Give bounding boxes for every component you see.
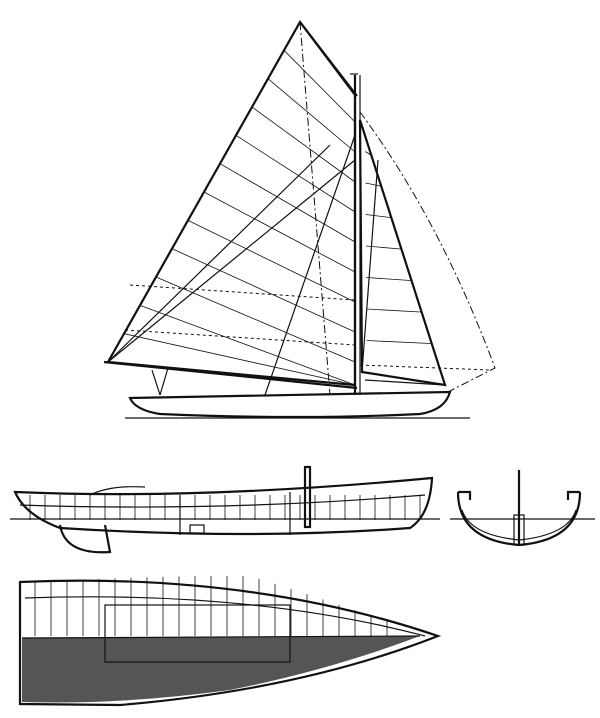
mainsail-panel-line (235, 134, 356, 213)
tiller (89, 486, 146, 496)
diagonal-line (264, 134, 356, 396)
jib-panel-line (366, 340, 431, 344)
tiller-support (151, 369, 161, 396)
spinnaker-outline (359, 111, 496, 393)
tiller-support (159, 367, 169, 396)
sail-plan (103, 19, 496, 419)
diagonal-line (107, 144, 331, 363)
side-profile (10, 465, 440, 554)
frame-lines (29, 495, 421, 520)
jib-outline (358, 119, 447, 387)
reef-line (124, 329, 356, 346)
cockpit-ends (179, 492, 291, 535)
centerline (21, 635, 421, 639)
coaming-line (24, 596, 426, 637)
reef-line (129, 284, 356, 301)
mainsail-panel-line (187, 219, 356, 303)
centerline (299, 21, 331, 396)
mainsail-panel-line (203, 191, 356, 273)
mainsail-panel-line (283, 50, 356, 123)
mainsail-panel-lines (123, 50, 356, 386)
sheer-inner (19, 494, 426, 508)
reef-line (359, 364, 491, 371)
mainsail-panel-line (123, 333, 356, 386)
mast-step (303, 465, 312, 529)
jib-leech (361, 159, 379, 373)
jib-panel-lines (365, 151, 431, 344)
midship-section (450, 470, 595, 547)
mainsail-panel-line (219, 163, 356, 243)
centerboard (58, 524, 112, 554)
gaff (299, 21, 358, 97)
mainsail-panel-line (139, 304, 356, 386)
jib-panel-line (365, 214, 391, 218)
deck-plan (18, 576, 442, 707)
keel-block (513, 514, 525, 546)
mainsail-outline (106, 19, 357, 387)
mainsail-panel-line (251, 106, 356, 183)
mainsail-panel-line (155, 276, 356, 363)
jib-panel-line (366, 277, 411, 281)
jib-panel-line (365, 151, 371, 155)
frame-lines (34, 576, 388, 636)
jib-panel-line (366, 308, 421, 313)
mainsail-panel-line (267, 78, 356, 153)
boom (103, 360, 358, 390)
deck-outline (18, 579, 442, 707)
mainsail-panel-line (171, 248, 356, 333)
jib-panel-line (365, 182, 381, 187)
planking-shading (22, 636, 420, 703)
nameplate (189, 524, 205, 534)
cockpit (104, 604, 291, 663)
jib-foot (364, 379, 446, 386)
hull-profile (128, 390, 452, 419)
